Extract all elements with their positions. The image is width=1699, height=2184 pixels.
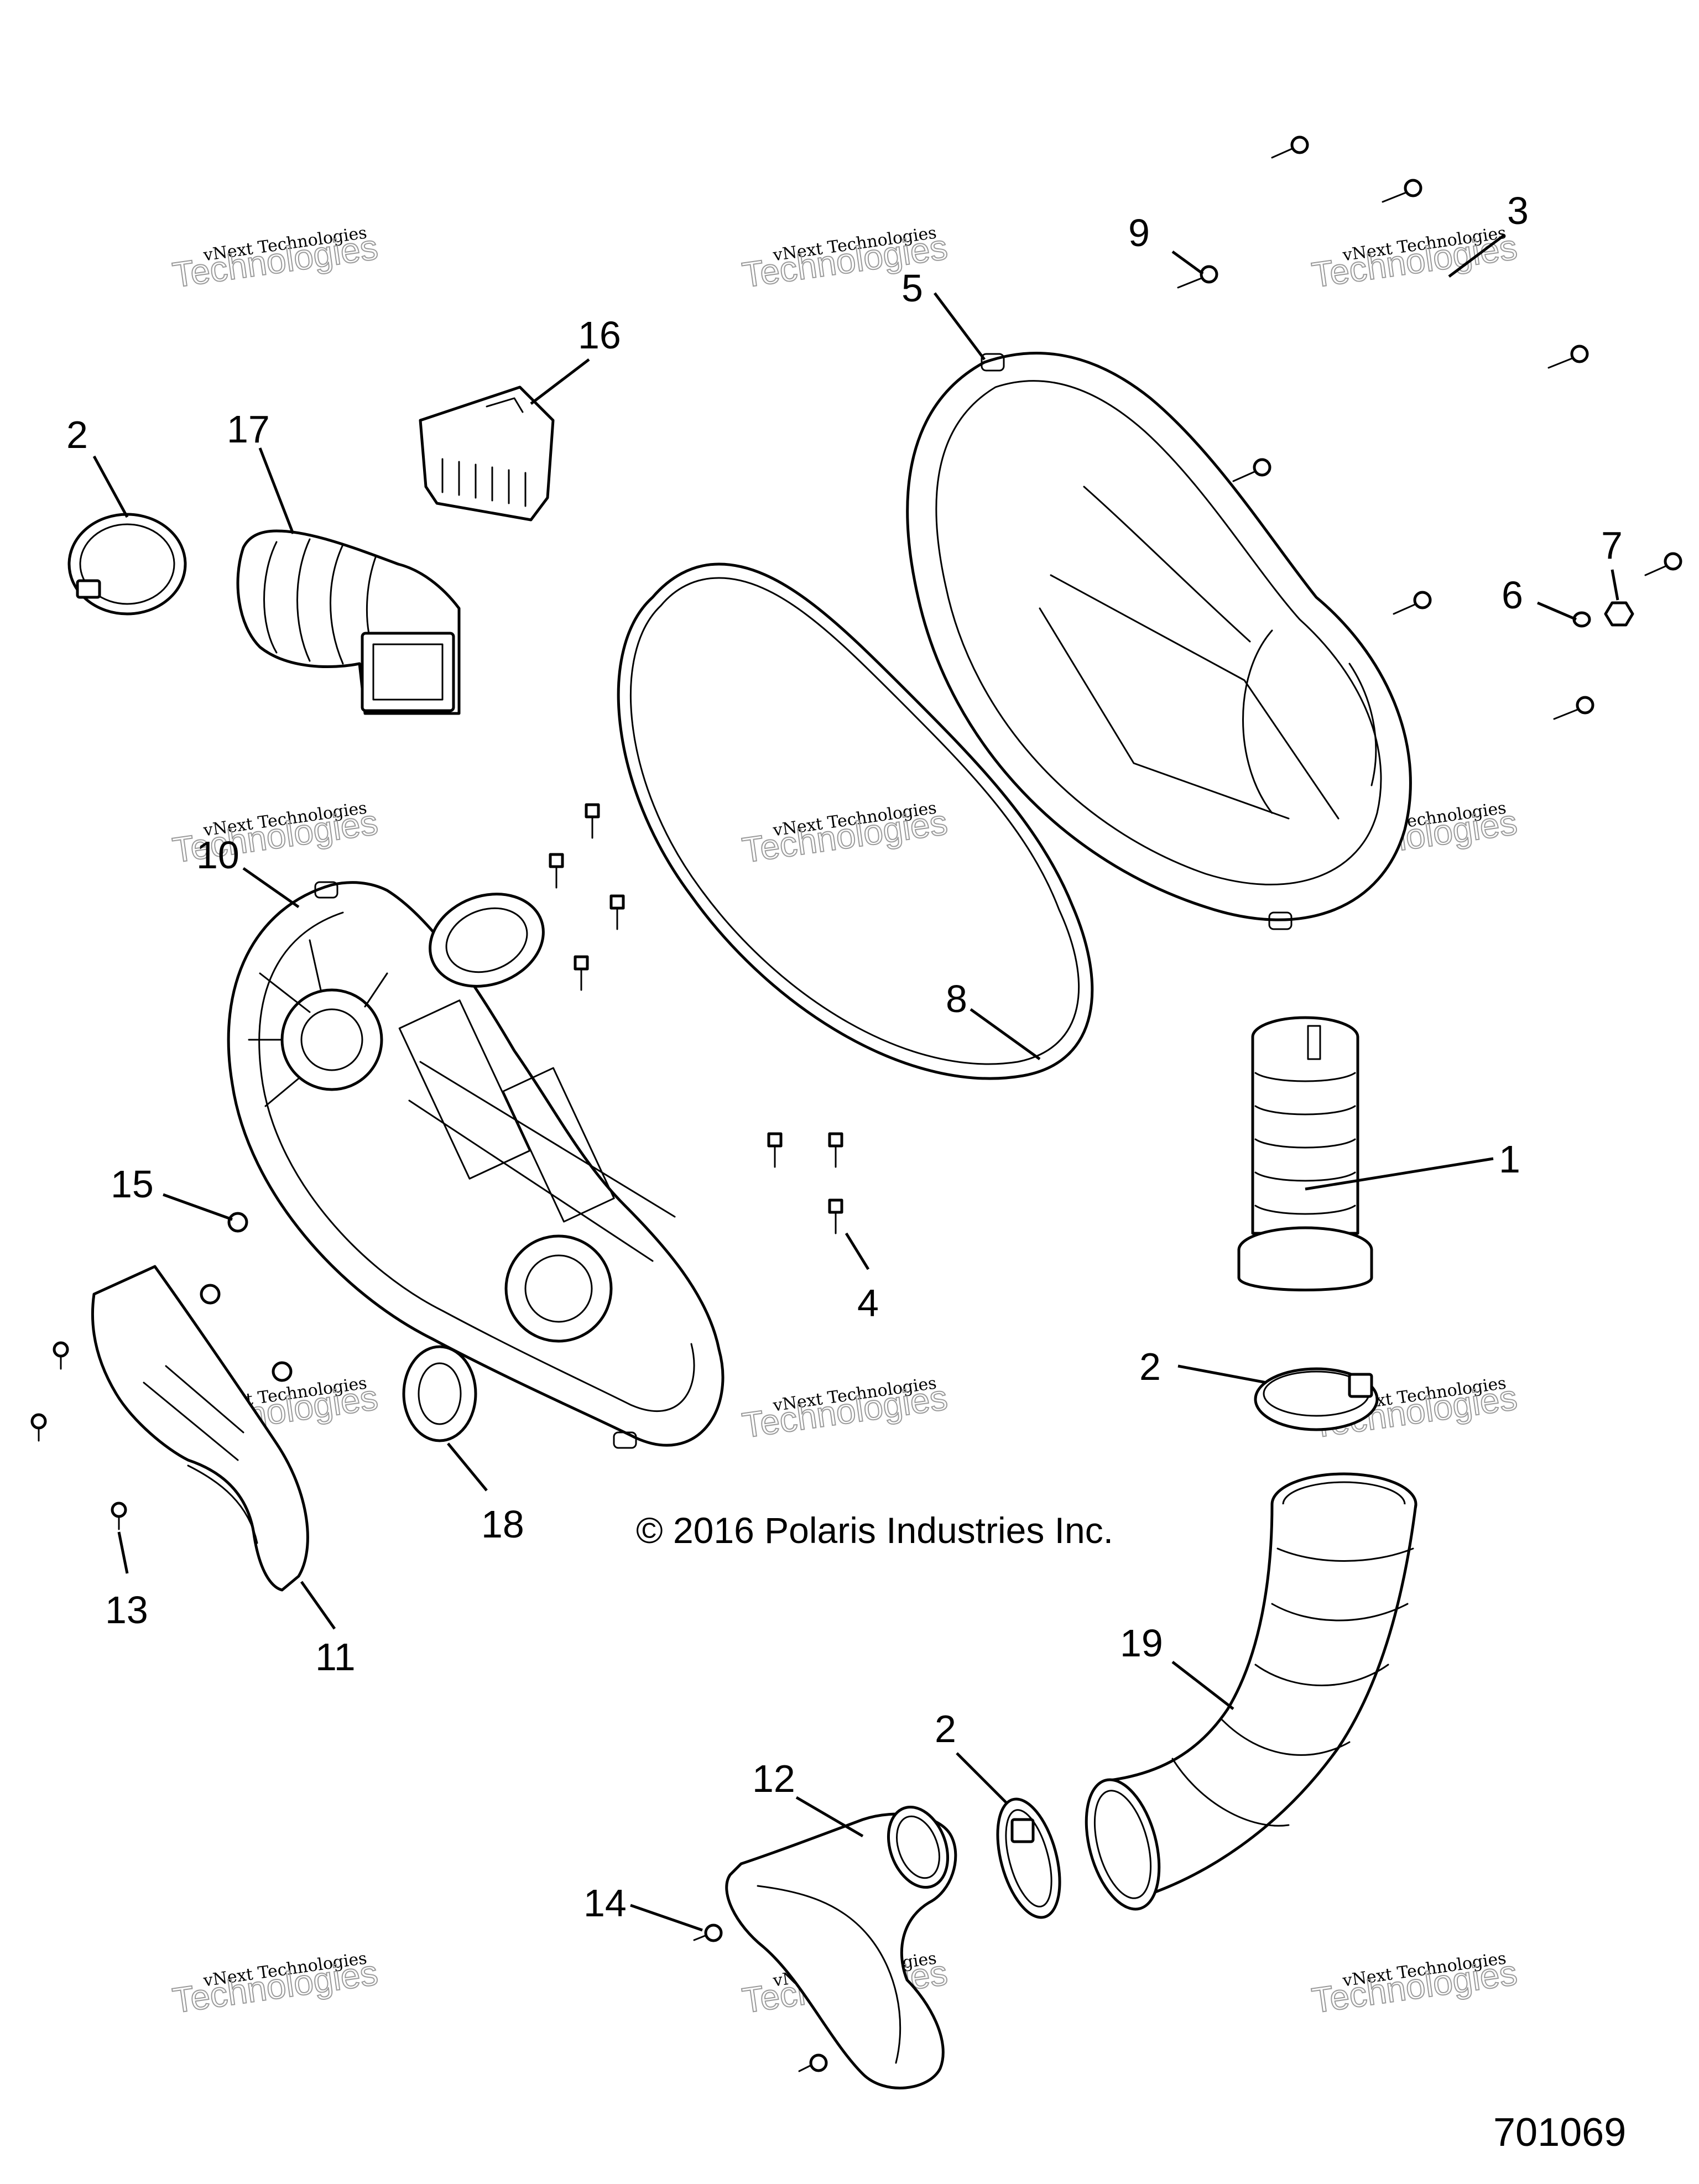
part-nut-15-b [200,1284,221,1305]
part-bolt-4-d [574,955,589,991]
callout-11: 11 [315,1635,356,1679]
callout-7: 7 [1601,524,1623,567]
part-heat-shield [91,1265,309,1592]
leader-13 [117,1531,129,1574]
part-screw-13-c [111,1502,127,1530]
part-screw-3-left [1232,458,1271,482]
leader-10 [242,867,300,909]
part-lower-intake-hose [1085,1472,1417,1911]
leader-2b [1177,1364,1267,1384]
part-bolt-4-f [828,1132,843,1168]
callout-17: 17 [227,408,270,451]
part-nut-15-c [272,1361,293,1382]
callout-12: 12 [752,1757,795,1800]
watermark-bottom-left: vNext Technologies Technologies [169,1948,381,2021]
part-bolt-4-a [585,803,600,839]
callout-10: 10 [196,833,239,877]
part-inner-clutch-cover [227,881,725,1449]
watermark-top-left: vNext Technologies Technologies [169,223,381,295]
part-bolt-4-g [828,1198,843,1234]
callout-6: 6 [1502,574,1523,617]
callout-labels: 1 2 2 2 3 4 5 6 7 8 9 10 11 12 13 14 15 … [66,189,1623,1925]
part-bolt-4-c [609,894,625,930]
part-screw-3-right [1644,552,1682,576]
part-bolt-4-e [767,1132,783,1168]
leader-9 [1171,250,1204,275]
leader-18 [447,1442,488,1492]
part-outlet-duct [725,1805,957,2089]
leader-7 [1611,569,1619,601]
leader-15 [163,1193,233,1221]
leader-lines [92,234,1619,1932]
callout-9: 9 [1128,211,1150,254]
leader-19 [1171,1661,1234,1710]
part-intake-duct [236,529,461,715]
leader-14 [630,1904,703,1932]
leader-16 [530,358,590,405]
leader-17 [258,447,295,534]
leader-2c [956,1752,1008,1804]
watermark-mid-center: vNext Technologies Technologies [739,798,950,871]
callout-3: 3 [1507,189,1529,232]
callout-5: 5 [901,267,923,310]
leader-6 [1537,601,1577,621]
leader-2a [92,455,129,518]
callout-4: 4 [857,1281,879,1325]
part-outer-clutch-cover [906,351,1412,930]
part-washer-6 [1572,611,1591,628]
callout-8: 8 [946,977,967,1020]
part-screw-3-mid [1547,345,1589,369]
drawing-number: 701069 [1493,2110,1626,2155]
part-bolt-4-b [549,853,564,889]
callout-19: 19 [1120,1622,1163,1665]
part-hose-clamp-right [1254,1367,1379,1431]
leader-4 [845,1232,870,1270]
callout-2b: 2 [1139,1345,1161,1388]
watermark-bottom-right: vNext Technologies Technologies [1309,1948,1520,2021]
part-filter [1237,1016,1373,1291]
leader-11 [300,1581,336,1630]
part-hose-clamp-bottom [996,1797,1061,1919]
leader-5 [934,292,986,361]
callout-1: 1 [1499,1138,1520,1181]
part-screw-13-b [30,1413,47,1442]
part-screw-13-a [53,1341,69,1370]
callout-18: 18 [481,1503,524,1546]
part-nut-15-a [227,1212,248,1233]
copyright-notice: © 2016 Polaris Industries Inc. [636,1510,1113,1551]
leader-12 [795,1796,864,1838]
callout-2a: 2 [66,413,88,456]
leader-1 [1305,1157,1494,1191]
part-seal [402,1345,477,1442]
part-intake-grille [419,385,555,522]
callout-16: 16 [578,314,621,357]
callout-14: 14 [583,1881,627,1925]
watermark-low-center: vNext Technologies Technologies [739,1373,950,1446]
callout-15: 15 [111,1163,154,1206]
part-screw-3-bottom [1553,696,1594,720]
part-drive-belt [617,562,1094,1080]
callout-2c: 2 [935,1707,956,1750]
part-screw-3-upper [1382,179,1422,203]
part-screw-14-b [798,2053,828,2072]
watermark-top-right: vNext Technologies Technologies [1309,223,1520,295]
part-nut-7 [1604,601,1634,627]
part-screw-9 [1177,265,1218,289]
callout-13: 13 [105,1588,148,1632]
leader-8 [970,1008,1041,1061]
part-screw-3-top [1271,135,1309,159]
part-screw-3-lower [1393,591,1432,615]
part-hose-clamp-top-left [67,513,187,616]
leader-3 [1448,234,1505,278]
part-screw-14-a [693,1924,723,1942]
